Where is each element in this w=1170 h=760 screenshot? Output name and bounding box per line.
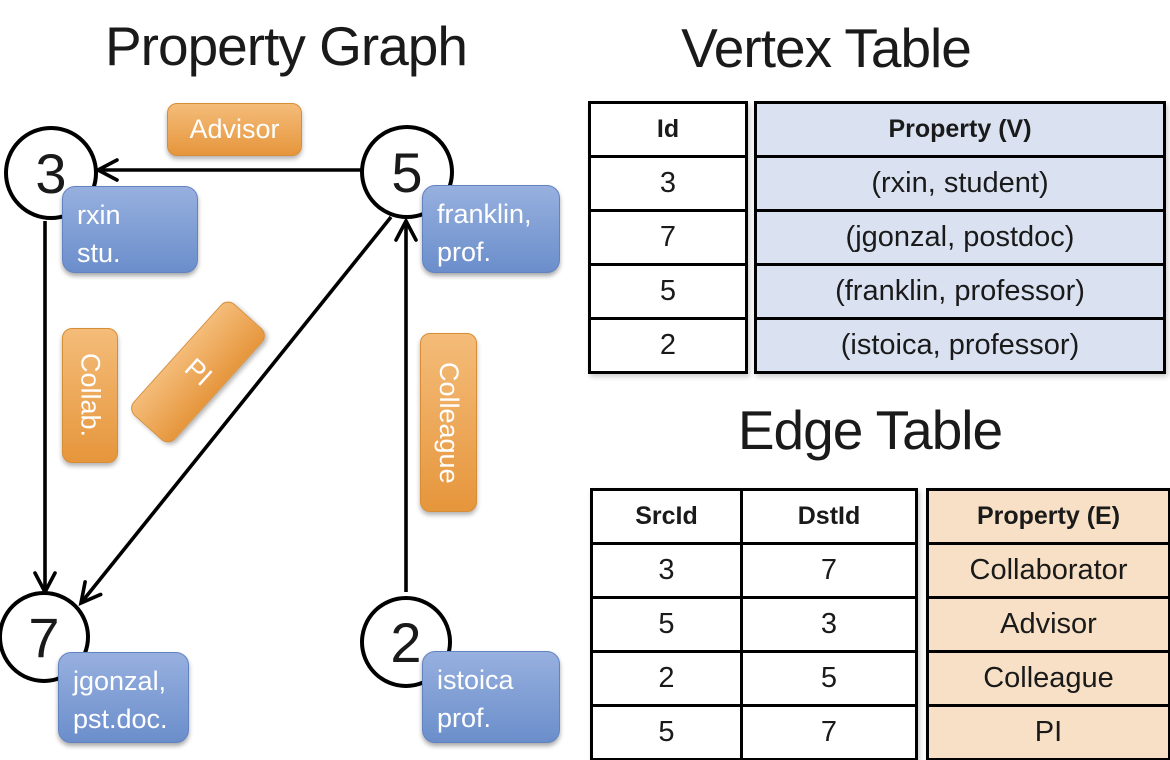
- table-row: Advisor: [926, 596, 1170, 653]
- cell-srcid: 2: [590, 650, 743, 707]
- edge-label-text: Collab.: [75, 353, 106, 438]
- edge-table-property-column: Property (E) Collaborator Advisor Collea…: [926, 488, 1170, 760]
- property-graph-title: Property Graph: [104, 15, 468, 77]
- cell-property: (jgonzal, postdoc): [754, 209, 1166, 266]
- table-row: Colleague: [926, 650, 1170, 707]
- vertex-node-7-id: 7: [28, 605, 60, 669]
- cell-dstid: 7: [740, 542, 918, 599]
- cell-dstid: 3: [740, 596, 918, 653]
- table-row: 2: [588, 317, 748, 374]
- edge-table-id-columns: SrcId DstId 3 7 5 3 2 5 5 7: [590, 488, 918, 760]
- column-header-property-e: Property (E): [926, 488, 1170, 545]
- cell-property: Advisor: [926, 596, 1170, 653]
- column-header-property-v: Property (V): [754, 101, 1166, 158]
- table-row: Collaborator: [926, 542, 1170, 599]
- cell-id: 3: [588, 155, 748, 212]
- table-row: 7: [588, 209, 748, 266]
- vertex-property-line: pst.doc.: [73, 704, 168, 735]
- cell-property: (istoica, professor): [754, 317, 1166, 374]
- cell-srcid: 3: [590, 542, 743, 599]
- table-header-row: Property (E): [926, 488, 1170, 545]
- vertex-table-property-column: Property (V) (rxin, student) (jgonzal, p…: [754, 101, 1166, 374]
- table-row: (rxin, student): [754, 155, 1166, 212]
- vertex-property-box-3: rxin stu.: [62, 186, 198, 273]
- edge-table: SrcId DstId 3 7 5 3 2 5 5 7 Property (E): [590, 488, 1170, 760]
- table-row: PI: [926, 704, 1170, 760]
- column-header-dstid: DstId: [740, 488, 918, 545]
- vertex-property-box-2: istoica prof.: [422, 651, 560, 743]
- cell-dstid: 7: [740, 704, 918, 760]
- vertex-table-title: Vertex Table: [681, 17, 972, 79]
- table-row: (jgonzal, postdoc): [754, 209, 1166, 266]
- edge-label-text: PI: [178, 351, 218, 392]
- table-row: 3: [588, 155, 748, 212]
- cell-dstid: 5: [740, 650, 918, 707]
- cell-property: Collaborator: [926, 542, 1170, 599]
- table-row: 5: [588, 263, 748, 320]
- edge-label-colleague: Colleague: [420, 333, 477, 512]
- edge-label-collab: Collab.: [62, 328, 118, 463]
- edge-label-text: Colleague: [434, 361, 464, 484]
- vertex-property-line: prof.: [437, 703, 492, 734]
- vertex-node-2-id: 2: [390, 610, 422, 674]
- table-row: 5 7: [590, 704, 918, 760]
- cell-srcid: 5: [590, 596, 743, 653]
- table-row: 5 3: [590, 596, 918, 653]
- vertex-property-box-5: franklin, prof.: [422, 185, 560, 273]
- vertex-property-line: franklin,: [437, 199, 532, 229]
- table-row: 2 5: [590, 650, 918, 707]
- vertex-node-3-id: 3: [35, 141, 67, 205]
- table-row: (franklin, professor): [754, 263, 1166, 320]
- vertex-property-line: rxin: [77, 200, 121, 230]
- cell-property: (franklin, professor): [754, 263, 1166, 320]
- column-header-srcid: SrcId: [590, 488, 743, 545]
- vertex-node-5-id: 5: [391, 140, 423, 204]
- vertex-node-3: 3: [4, 126, 98, 220]
- table-header-row: Property (V): [754, 101, 1166, 158]
- edge-label-text: Advisor: [189, 114, 280, 144]
- cell-srcid: 5: [590, 704, 743, 760]
- edge-pi-arrow: [78, 215, 393, 607]
- edge-label-advisor: Advisor: [167, 103, 302, 156]
- table-header-row: Id: [588, 101, 748, 158]
- column-header-id: Id: [588, 101, 748, 158]
- cell-id: 7: [588, 209, 748, 266]
- edge-table-title: Edge Table: [737, 399, 1003, 461]
- vertex-property-line: jgonzal,: [73, 666, 167, 696]
- vertex-property-box-7: jgonzal, pst.doc.: [58, 652, 189, 743]
- cell-property: Colleague: [926, 650, 1170, 707]
- cell-id: 5: [588, 263, 748, 320]
- vertex-property-line: stu.: [77, 238, 121, 269]
- table-header-row: SrcId DstId: [590, 488, 918, 545]
- vertex-table: Id 3 7 5 2 Property (V) (rxin, student) …: [588, 101, 1166, 374]
- table-row: 3 7: [590, 542, 918, 599]
- cell-id: 2: [588, 317, 748, 374]
- vertex-table-id-column: Id 3 7 5 2: [588, 101, 748, 374]
- table-row: (istoica, professor): [754, 317, 1166, 374]
- cell-property: PI: [926, 704, 1170, 760]
- vertex-property-line: istoica: [437, 665, 514, 695]
- cell-property: (rxin, student): [754, 155, 1166, 212]
- vertex-property-line: prof.: [437, 237, 492, 268]
